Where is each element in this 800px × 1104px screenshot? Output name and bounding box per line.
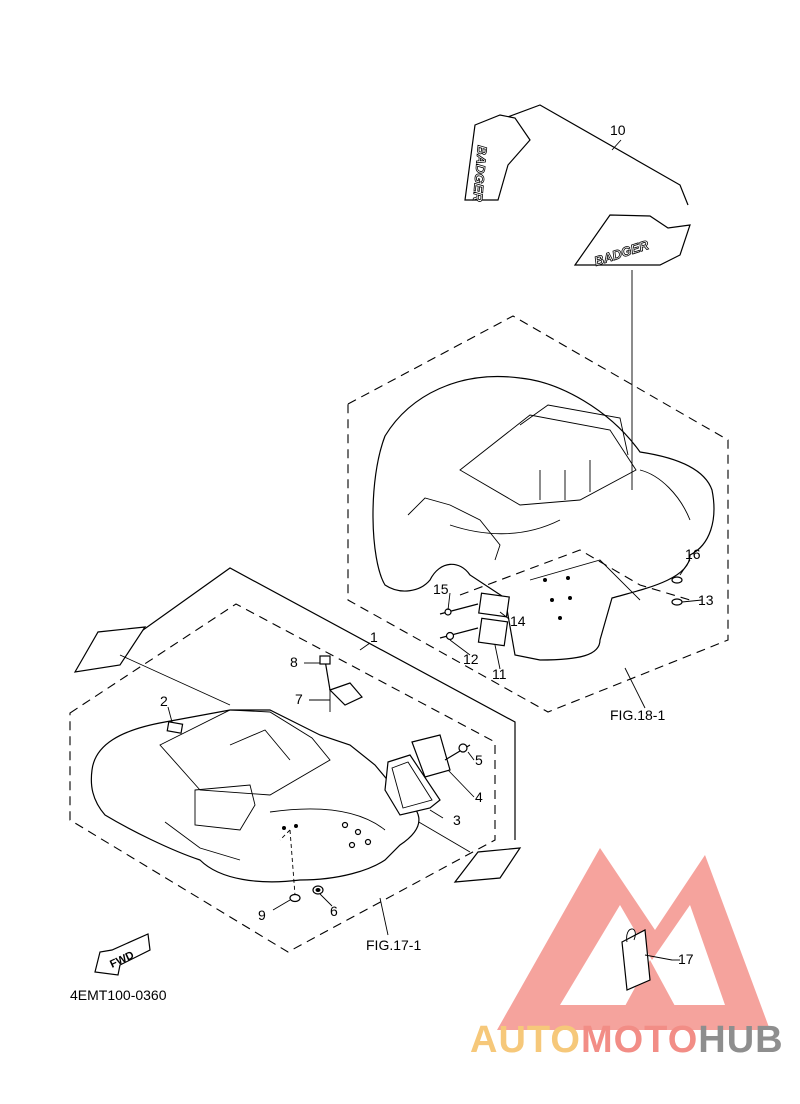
watermark-moto: MOTO — [581, 1019, 698, 1061]
decal-2 — [166, 721, 184, 734]
screw-15 — [439, 603, 479, 616]
svg-text:AUTOMOTOHUB: AUTOMOTOHUB — [470, 1019, 784, 1061]
leader-lines — [167, 139, 703, 961]
rear-decal-group: BADGER BADGER — [464, 104, 691, 490]
clip-16 — [671, 576, 683, 584]
callout-4: 4 — [475, 789, 483, 805]
reflector-plate-11 — [477, 617, 509, 647]
callout-14: 14 — [510, 613, 526, 629]
mounting-holes — [543, 576, 572, 620]
callout-3: 3 — [453, 812, 461, 828]
figure-ref-front: FIG.17-1 — [366, 937, 421, 953]
clip-13 — [671, 598, 683, 606]
callout-16: 16 — [685, 546, 701, 562]
plate-4 — [411, 734, 451, 778]
callout-15: 15 — [433, 581, 449, 597]
screw-5 — [444, 743, 471, 761]
callout-5: 5 — [475, 752, 483, 768]
callout-17: 17 — [678, 951, 694, 967]
callout-10: 10 — [610, 122, 626, 138]
figure-ref-rear: FIG.18-1 — [610, 707, 665, 723]
diagram-code: 4EMT100-0360 — [70, 987, 167, 1003]
callout-12: 12 — [463, 651, 479, 667]
front-fender-group — [69, 567, 522, 953]
callout-13: 13 — [698, 592, 714, 608]
callout-11: 11 — [492, 666, 507, 682]
callout-8: 8 — [290, 654, 298, 670]
plate-7 — [328, 682, 363, 706]
callout-7: 7 — [295, 691, 303, 707]
callout-9: 9 — [258, 907, 266, 923]
caution-tag-17 — [621, 928, 673, 991]
callout-6: 6 — [330, 903, 338, 919]
rear-fender-group — [347, 315, 729, 713]
watermark-hub: HUB — [698, 1019, 783, 1061]
callout-numbers: 10 16 13 15 14 12 11 1 8 7 2 5 4 3 6 9 1… — [160, 122, 714, 967]
decal-badger-side: BADGER — [470, 145, 490, 203]
reflector-plate-14 — [478, 592, 510, 618]
forward-direction-arrow: FWD — [94, 933, 151, 976]
screw-12 — [439, 627, 479, 641]
gasket-3 — [384, 754, 441, 816]
callout-1: 1 — [370, 629, 378, 645]
watermark-text: AUTOMOTOHUB — [470, 1019, 784, 1061]
callout-2: 2 — [160, 693, 168, 709]
washer-6 — [312, 885, 324, 895]
grommet-9 — [289, 829, 301, 903]
screw-8 — [319, 655, 331, 712]
watermark-auto: AUTO — [470, 1019, 581, 1061]
